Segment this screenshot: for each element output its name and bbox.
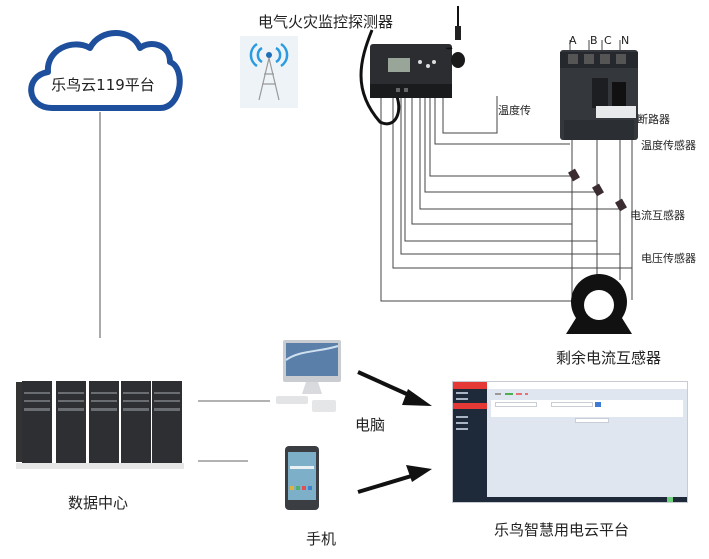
cloud-icon — [28, 30, 183, 111]
voltage-sensor-label: 电压传感器 — [641, 252, 696, 265]
platform-label: 乐鸟智慧用电云平台 — [494, 521, 630, 539]
platform-filter-card — [491, 400, 683, 417]
arrow-phone-to-platform — [357, 465, 432, 494]
platform-topbar — [453, 382, 687, 389]
wireless-tower-icon — [240, 36, 298, 108]
smartphone-icon — [285, 446, 319, 510]
platform-sidebar — [453, 382, 487, 502]
phase-label-b: B — [590, 34, 598, 47]
phase-label-n: N — [621, 34, 630, 47]
data-center-label: 数据中心 — [68, 494, 129, 512]
phase-label-a: A — [569, 34, 577, 47]
temperature-sensor-partial-label: 温度传 — [498, 104, 531, 117]
platform-tab — [525, 393, 528, 395]
current-transformer-label: 电流互感器 — [630, 209, 685, 222]
circuit-breaker-icon — [560, 50, 638, 140]
temperature-sensor-label: 温度传感器 — [641, 139, 696, 152]
residual-current-transformer-label: 剩余电流互感器 — [556, 349, 662, 367]
platform-pagination — [575, 418, 609, 423]
phone-label: 手机 — [306, 530, 337, 548]
arrow-computer-to-platform — [357, 370, 432, 406]
platform-tab — [516, 393, 522, 395]
cloud-platform-label: 乐鸟云119平台 — [51, 76, 155, 94]
phase-label-c: C — [604, 34, 612, 47]
detector-title: 电气火灾监控探测器 — [258, 13, 394, 31]
residual-current-transformer-icon — [566, 274, 632, 334]
platform-screenshot — [452, 381, 688, 503]
platform-sidebar-item-active — [453, 403, 487, 409]
platform-filter-input — [495, 402, 537, 407]
platform-search-button — [595, 402, 601, 407]
platform-logo — [453, 382, 487, 389]
detector-wires — [380, 40, 633, 302]
platform-bottom-bar — [453, 497, 687, 502]
platform-sidebar-item — [456, 416, 468, 418]
platform-sidebar-item — [456, 422, 468, 424]
platform-tab — [505, 393, 513, 395]
platform-tab — [495, 393, 501, 395]
platform-sidebar-item — [456, 398, 468, 400]
desktop-computer-icon — [276, 340, 341, 412]
breaker-label: 断路器 — [637, 113, 670, 126]
current-transformer-clip-icon — [568, 168, 627, 212]
antenna-icon — [446, 6, 465, 68]
computer-label: 电脑 — [355, 416, 386, 434]
fire-detector-device-icon — [359, 29, 452, 126]
platform-sidebar-item — [456, 392, 468, 394]
server-rack-icon — [16, 381, 184, 469]
platform-status-indicator — [667, 497, 673, 502]
platform-filter-input — [551, 402, 593, 407]
platform-sidebar-item — [456, 428, 468, 430]
